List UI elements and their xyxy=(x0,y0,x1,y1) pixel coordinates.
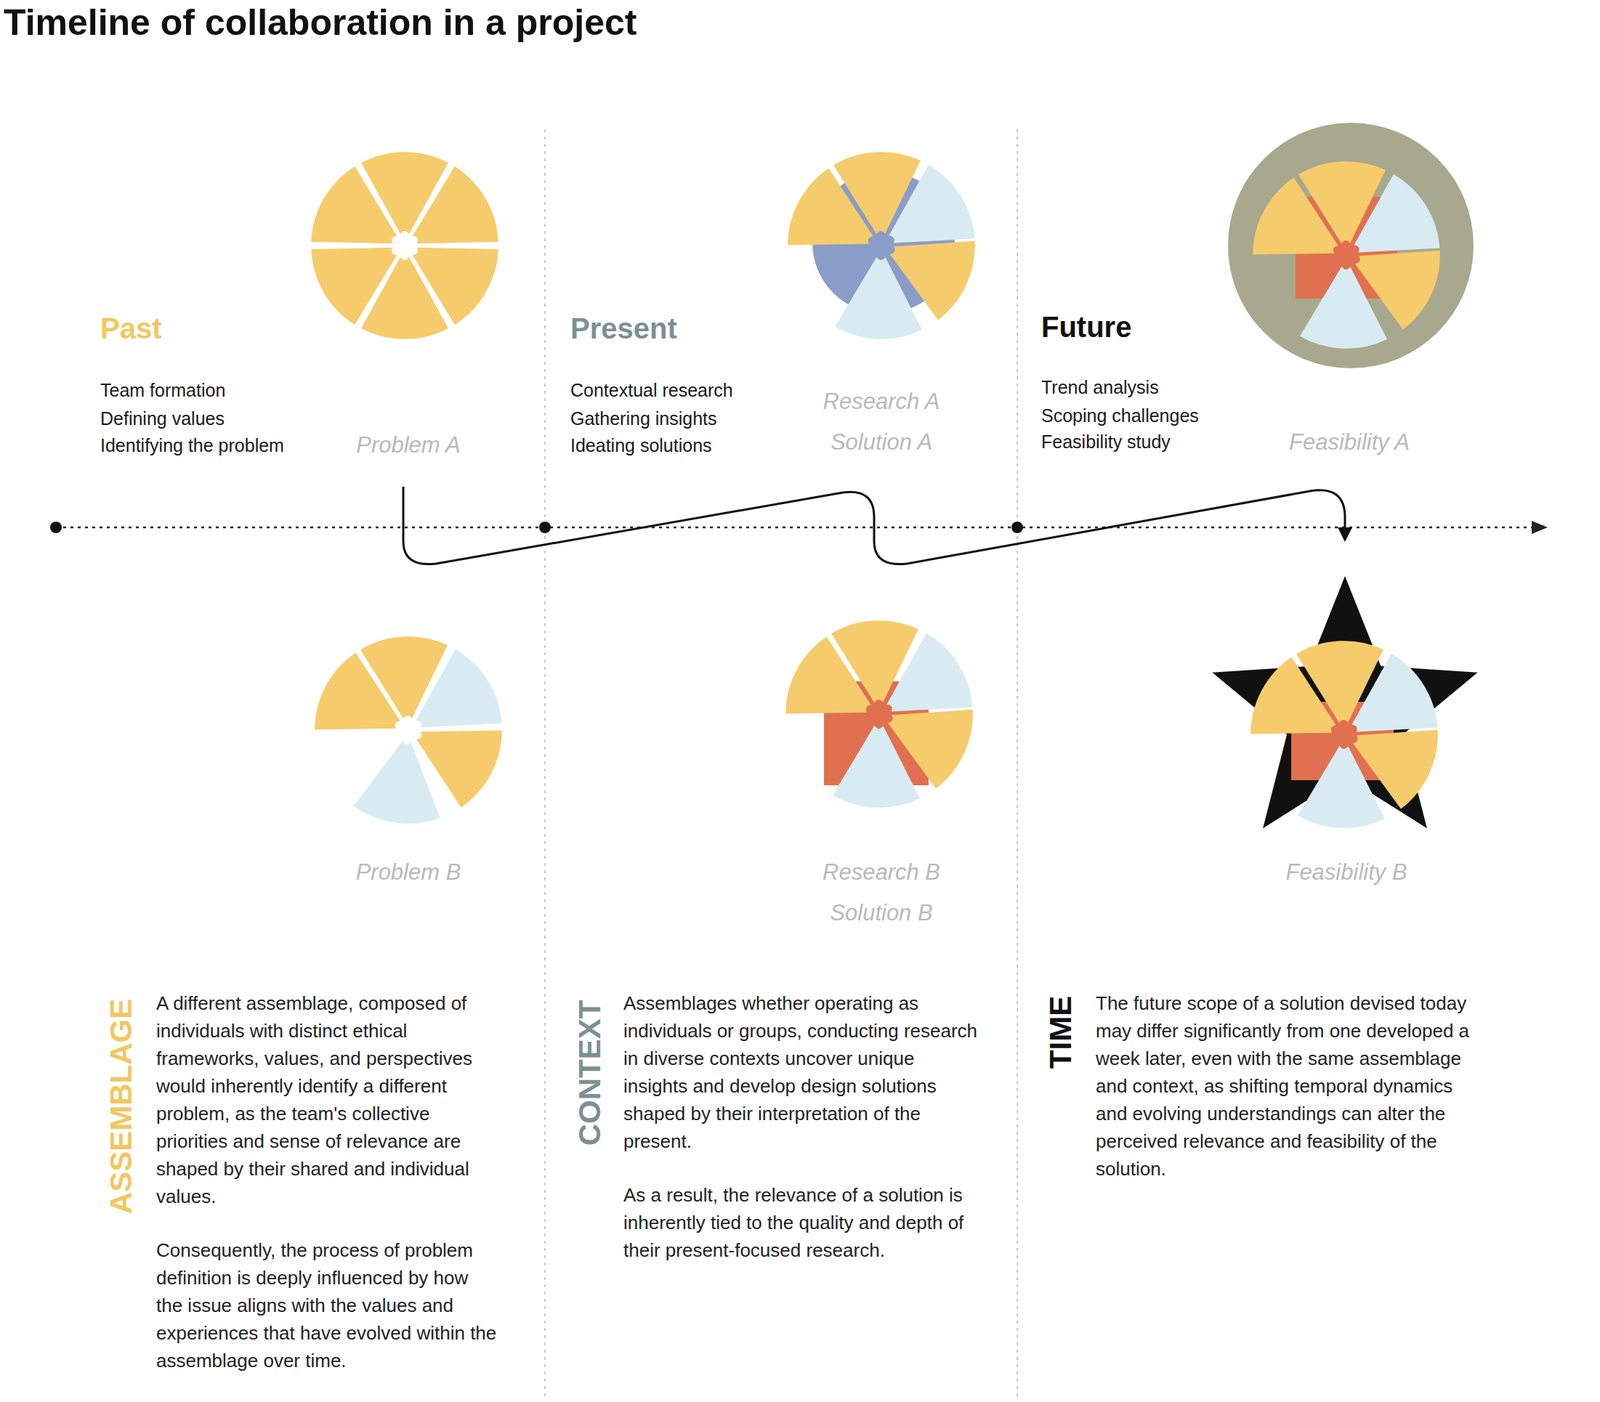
process-arrowhead xyxy=(1337,527,1353,543)
activity-item: Ideating solutions xyxy=(570,435,713,457)
stage-label: Problem B xyxy=(356,859,462,886)
column-divider xyxy=(544,129,546,1399)
stage-label: Research B xyxy=(822,859,941,886)
timeline-arrowhead xyxy=(1531,520,1548,535)
text-column: A different assemblage, composed of indi… xyxy=(156,989,498,1375)
theme-heading: TIME xyxy=(1043,996,1079,1069)
theme-paragraph: Consequently, the process of problem def… xyxy=(156,1236,498,1375)
theme-paragraph: A different assemblage, composed of indi… xyxy=(156,989,498,1211)
petal xyxy=(1299,265,1391,351)
text-column: Assemblages whether operating as individ… xyxy=(623,989,980,1265)
diagram-title: Timeline of collaboration in a project xyxy=(3,1,637,44)
stage-label: Research A xyxy=(823,388,941,415)
petal xyxy=(352,735,451,829)
theme-paragraph: As a result, the relevance of a solution… xyxy=(623,1181,980,1265)
activity-item: Identifying the problem xyxy=(100,435,285,457)
petal xyxy=(832,724,923,810)
activity-item: Gathering insights xyxy=(570,408,718,430)
column-divider xyxy=(1016,129,1018,1399)
period-heading: Future xyxy=(1041,310,1132,344)
stage-label: Solution B xyxy=(829,900,933,927)
timeline-dot xyxy=(50,521,62,534)
activity-item: Team formation xyxy=(100,380,226,402)
period-heading: Past xyxy=(100,312,163,346)
context-circle xyxy=(1227,122,1474,369)
text-column: The future scope of a solution devised t… xyxy=(1095,989,1489,1183)
period-heading: Present xyxy=(570,312,678,346)
theme-paragraph: The future scope of a solution devised t… xyxy=(1095,989,1489,1183)
petal xyxy=(301,161,417,278)
activity-item: Scoping challenges xyxy=(1041,405,1199,427)
timeline-dot xyxy=(539,521,551,534)
stage-label: Problem A xyxy=(356,432,461,459)
stage-label: Feasibility A xyxy=(1289,429,1410,456)
activity-item: Contextual research xyxy=(570,380,734,402)
activity-item: Defining values xyxy=(100,408,225,430)
timeline-dot xyxy=(1011,521,1024,534)
activity-item: Feasibility study xyxy=(1041,431,1171,453)
theme-paragraph: Assemblages whether operating as individ… xyxy=(623,989,980,1156)
timeline xyxy=(55,526,1535,529)
stage-label: Solution A xyxy=(830,429,933,456)
flower-group xyxy=(301,149,1450,830)
theme-heading: ASSEMBLAGE xyxy=(103,999,139,1215)
activity-item: Trend analysis xyxy=(1041,377,1159,399)
petal xyxy=(834,255,925,341)
process-path xyxy=(403,486,1345,565)
stage-label: Feasibility B xyxy=(1285,859,1407,886)
petal xyxy=(1297,744,1388,830)
theme-heading: CONTEXT xyxy=(572,1000,608,1147)
